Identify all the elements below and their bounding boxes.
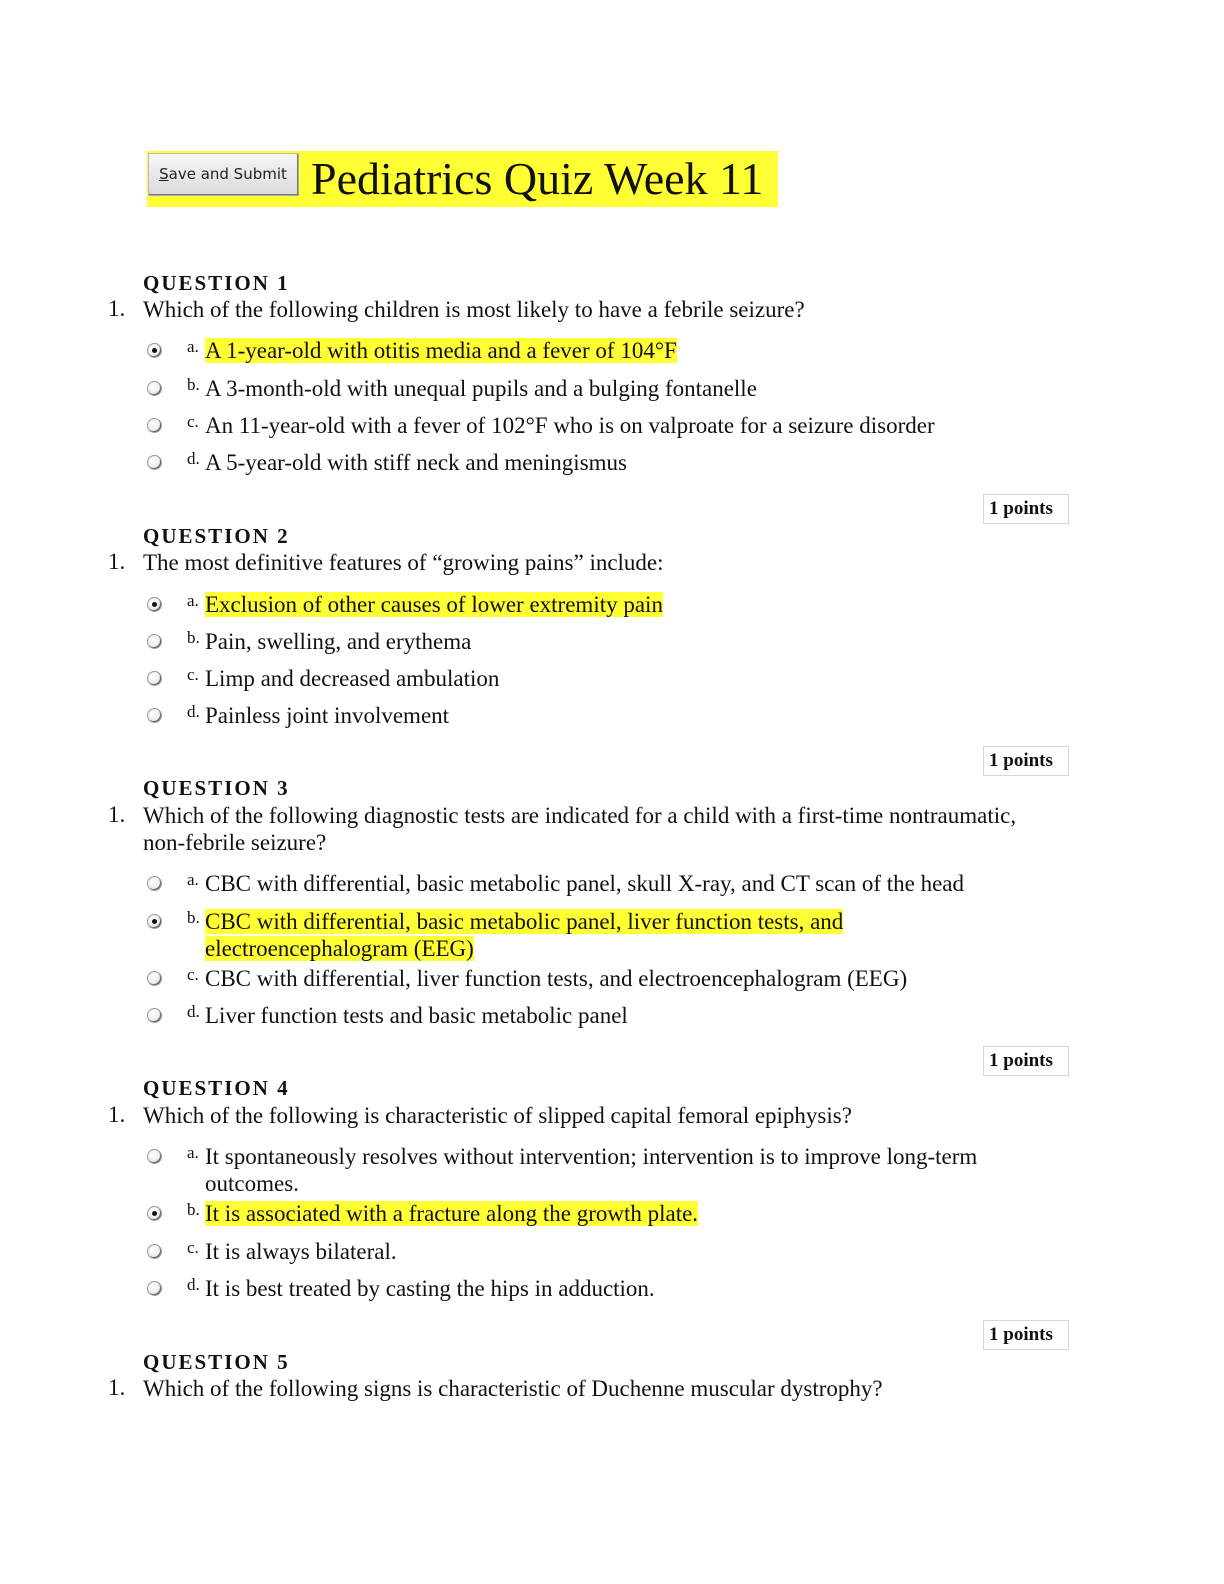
selected-answer-text: It is associated with a fracture along t… xyxy=(205,1201,699,1226)
radio-icon[interactable] xyxy=(147,971,162,986)
question-4-option-d[interactable]: d. It is best treated by casting the hip… xyxy=(147,1275,1047,1308)
radio-icon[interactable] xyxy=(147,455,162,470)
radio-icon[interactable] xyxy=(147,671,162,686)
question-3-number: 1. xyxy=(108,802,126,827)
question-4-text: Which of the following is characteristic… xyxy=(143,1103,852,1128)
radio-icon[interactable] xyxy=(147,418,162,433)
radio-selected-icon[interactable] xyxy=(147,1206,162,1221)
selected-answer-text: A 1-year-old with otitis media and a fev… xyxy=(205,338,677,363)
question-2-option-c[interactable]: c. Limp and decreased ambulation xyxy=(147,665,1047,698)
question-4-header: QUESTION 4 xyxy=(143,1076,290,1100)
radio-icon[interactable] xyxy=(147,1008,162,1023)
question-4-option-b[interactable]: b. It is associated with a fracture alon… xyxy=(147,1200,1047,1233)
question-5-header: QUESTION 5 xyxy=(143,1350,290,1374)
radio-icon[interactable] xyxy=(147,1281,162,1296)
question-1-points: 1 points xyxy=(983,494,1069,524)
question-2-option-a[interactable]: a. Exclusion of other causes of lower ex… xyxy=(147,591,1047,624)
radio-icon[interactable] xyxy=(147,876,162,891)
question-3-option-c[interactable]: c. CBC with differential, liver function… xyxy=(147,965,1047,998)
radio-selected-icon[interactable] xyxy=(147,914,162,929)
question-1-option-d[interactable]: d. A 5-year-old with stiff neck and meni… xyxy=(147,449,1047,482)
question-1-number: 1. xyxy=(108,296,126,321)
question-2-points: 1 points xyxy=(983,746,1069,776)
selected-answer-text-line-1: CBC with differential, basic metabolic p… xyxy=(205,909,844,934)
question-3-option-b[interactable]: b. CBC with differential, basic metaboli… xyxy=(147,908,1047,967)
question-1-header: QUESTION 1 xyxy=(143,271,290,295)
question-3-option-a[interactable]: a. CBC with differential, basic metaboli… xyxy=(147,870,1047,903)
question-5-number: 1. xyxy=(108,1375,126,1400)
question-1-option-a[interactable]: a. A 1-year-old with otitis media and a … xyxy=(147,337,1047,370)
question-2-option-d[interactable]: d. Painless joint involvement xyxy=(147,702,1047,735)
question-2-text: The most definitive features of “growing… xyxy=(143,550,664,575)
question-1-text: Which of the following children is most … xyxy=(143,297,805,322)
question-4-option-c[interactable]: c. It is always bilateral. xyxy=(147,1238,1047,1271)
selected-answer-text: Exclusion of other causes of lower extre… xyxy=(205,592,663,617)
radio-icon[interactable] xyxy=(147,1149,162,1164)
selected-answer-text-line-2: electroencephalogram (EEG) xyxy=(205,936,474,961)
question-4-points: 1 points xyxy=(983,1320,1069,1350)
radio-selected-icon[interactable] xyxy=(147,597,162,612)
question-3-points: 1 points xyxy=(983,1046,1069,1076)
question-2-header: QUESTION 2 xyxy=(143,524,290,548)
question-3-header: QUESTION 3 xyxy=(143,776,290,800)
question-2-option-b[interactable]: b. Pain, swelling, and erythema xyxy=(147,628,1047,661)
question-3-option-d[interactable]: d. Liver function tests and basic metabo… xyxy=(147,1002,1047,1035)
page-title: Pediatrics Quiz Week 11 xyxy=(311,153,764,204)
radio-icon[interactable] xyxy=(147,634,162,649)
radio-icon[interactable] xyxy=(147,708,162,723)
question-5-text: Which of the following signs is characte… xyxy=(143,1376,883,1401)
question-4-option-a[interactable]: a. It spontaneously resolves without int… xyxy=(147,1143,1047,1202)
question-4-number: 1. xyxy=(108,1102,126,1127)
question-1-option-b[interactable]: b. A 3-month-old with unequal pupils and… xyxy=(147,375,1047,408)
question-1-option-c[interactable]: c. An 11-year-old with a fever of 102°F … xyxy=(147,412,1047,445)
question-2-number: 1. xyxy=(108,549,126,574)
radio-icon[interactable] xyxy=(147,1244,162,1259)
radio-selected-icon[interactable] xyxy=(147,343,162,358)
radio-icon[interactable] xyxy=(147,381,162,396)
question-3-text: Which of the following diagnostic tests … xyxy=(143,803,1017,855)
